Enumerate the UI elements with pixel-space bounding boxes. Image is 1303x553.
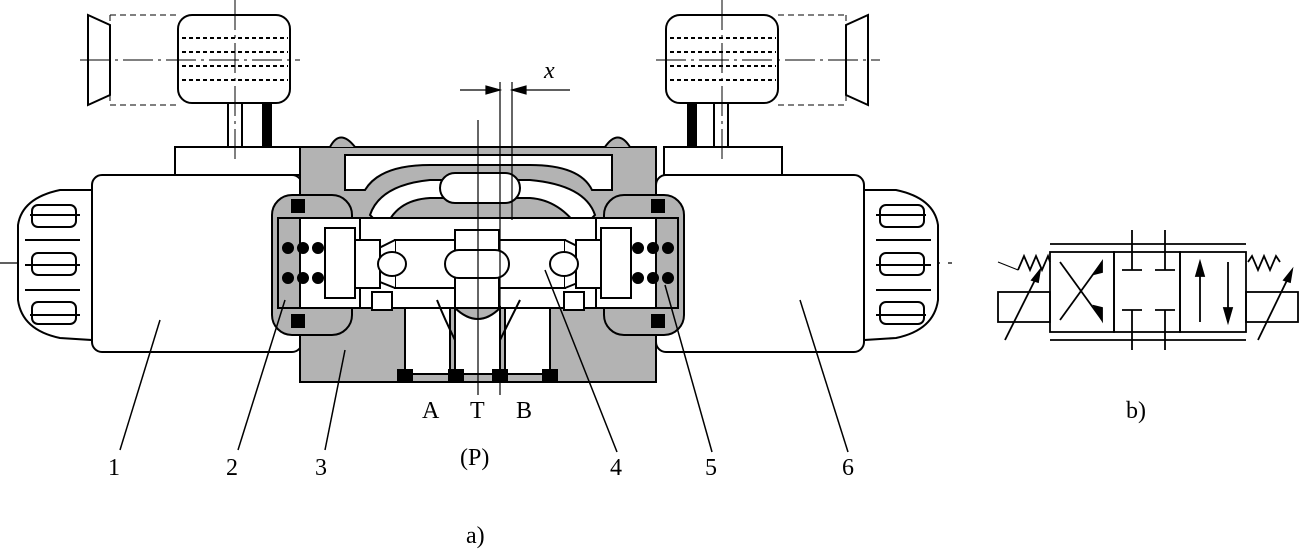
symbol-box-center <box>1113 251 1181 333</box>
right-solenoid-housing <box>655 174 865 353</box>
left-solenoid-housing <box>91 174 303 353</box>
port-p-label: (P) <box>460 445 489 471</box>
left-connector <box>80 0 302 176</box>
leader-lines <box>119 269 849 453</box>
symbol-spring-right <box>1247 253 1281 273</box>
callout-6: 6 <box>842 455 854 481</box>
callout-5: 5 <box>705 455 717 481</box>
valve-symbol-b <box>997 230 1299 350</box>
callout-4: 4 <box>610 455 622 481</box>
valve-section-a <box>0 0 960 453</box>
callout-2: 2 <box>226 455 238 481</box>
symbol-solenoid-left <box>997 291 1051 323</box>
symbol-spring-left <box>1017 253 1051 273</box>
port-b-passage <box>504 307 551 375</box>
figure-b-caption: b) <box>1126 398 1146 424</box>
right-connector <box>656 0 880 176</box>
right-spring-assembly <box>549 194 685 336</box>
left-spring-assembly <box>271 194 407 336</box>
symbol-box-right <box>1179 251 1247 333</box>
port-a-label: A <box>422 398 440 424</box>
symbol-solenoid-right <box>1245 291 1299 323</box>
tank-channel <box>344 154 613 191</box>
right-knurled-nut <box>863 189 939 342</box>
port-b-label: B <box>516 398 532 424</box>
port-t-label: T <box>470 398 485 424</box>
left-knurled-nut <box>17 189 93 342</box>
port-a-passage <box>404 307 451 375</box>
dimension-x-label: x <box>543 58 555 84</box>
callout-3: 3 <box>315 455 327 481</box>
dimension-x <box>460 82 570 395</box>
callout-1: 1 <box>108 455 120 481</box>
figure-a-caption: a) <box>466 523 485 549</box>
